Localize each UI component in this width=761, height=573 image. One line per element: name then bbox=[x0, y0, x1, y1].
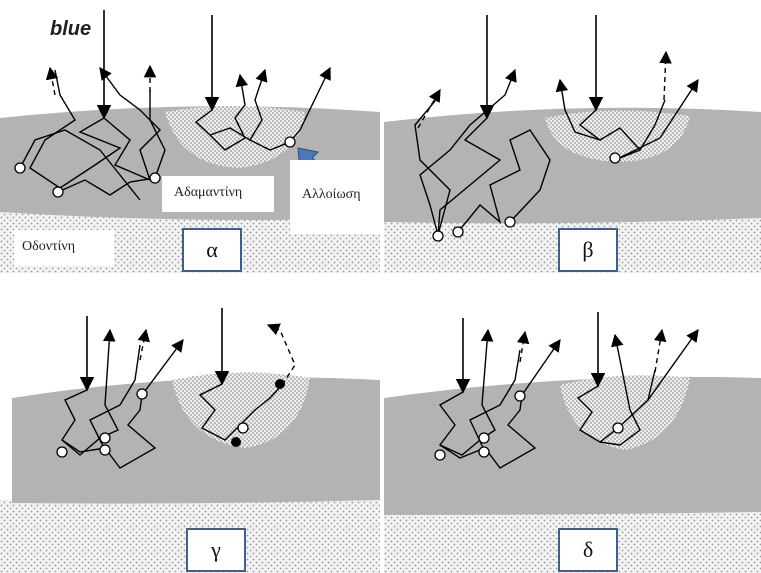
panel-gamma bbox=[0, 296, 380, 573]
label-dentin: Οδοντίνη bbox=[22, 239, 76, 254]
lesion-label-box bbox=[290, 160, 382, 234]
dentin-label-box bbox=[14, 230, 114, 266]
panel-letter-beta: β bbox=[558, 228, 618, 272]
panel-letter-delta: δ bbox=[558, 528, 618, 572]
label-enamel: Αδαμαντίνη bbox=[174, 185, 243, 200]
lesion-region bbox=[165, 106, 305, 168]
lesion-region bbox=[560, 375, 690, 450]
panel-letter-alpha: α bbox=[182, 228, 242, 272]
label-lesion: Αλλοίωση bbox=[302, 187, 361, 202]
panel-letter-gamma: γ bbox=[186, 528, 246, 572]
top-label-blue: blue bbox=[50, 18, 92, 40]
enamel-label-box bbox=[162, 176, 274, 212]
